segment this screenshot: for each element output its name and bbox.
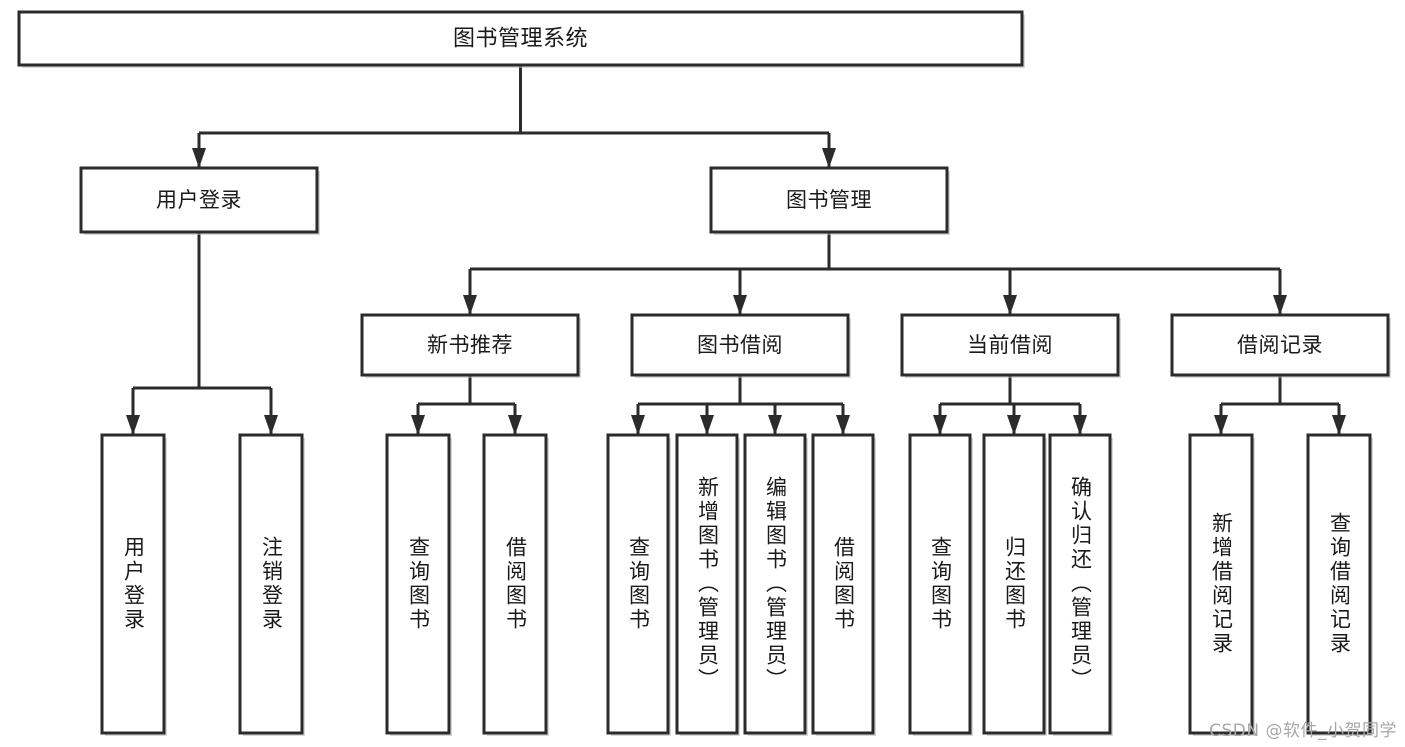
node-box[interactable] xyxy=(1188,433,1254,735)
node-leaf-8[interactable] xyxy=(908,433,973,736)
edge-arrowhead xyxy=(1332,415,1346,435)
edge-arrowhead xyxy=(1214,415,1228,435)
node-leaf-7[interactable] xyxy=(811,433,876,736)
node-box[interactable] xyxy=(982,433,1046,735)
node-box[interactable] xyxy=(1306,433,1372,735)
node-leaf-5[interactable] xyxy=(675,433,740,736)
edge-group-book-mgmt xyxy=(463,232,1287,315)
edge-arrowhead xyxy=(700,415,714,435)
node-box[interactable] xyxy=(100,433,166,735)
edge-arrowhead xyxy=(933,415,947,435)
node-box[interactable] xyxy=(238,433,304,735)
node-box[interactable] xyxy=(1048,433,1112,735)
node-l3-1[interactable]: 图书借阅 xyxy=(630,313,851,378)
node-leaf-2[interactable] xyxy=(385,433,452,736)
node-l3-2[interactable]: 当前借阅 xyxy=(900,313,1121,378)
edge-group-root xyxy=(192,65,836,168)
edge-group-grp0 xyxy=(126,232,278,435)
edge-group-grp2 xyxy=(631,375,850,435)
edge-arrowhead xyxy=(836,415,850,435)
node-label: 新书推荐 xyxy=(427,333,513,357)
node-l2-1[interactable]: 图书管理 xyxy=(709,166,950,235)
edge-arrowhead xyxy=(192,148,206,168)
edge-arrowhead xyxy=(1073,415,1087,435)
edge-arrowhead xyxy=(768,415,782,435)
node-box[interactable] xyxy=(900,313,1120,377)
node-box[interactable] xyxy=(79,166,319,234)
edge-arrowhead xyxy=(1007,415,1021,435)
node-box[interactable] xyxy=(709,166,949,234)
edge-arrowhead xyxy=(126,415,140,435)
node-leaf-1[interactable] xyxy=(238,433,305,736)
node-leaf-11[interactable] xyxy=(1188,433,1255,736)
node-label: 图书借阅 xyxy=(697,333,783,357)
node-label: 图书管理系统 xyxy=(453,27,588,52)
node-box[interactable] xyxy=(1170,313,1390,377)
edge-arrowhead xyxy=(411,415,425,435)
edge-arrowhead xyxy=(631,415,645,435)
edge-arrowhead xyxy=(822,148,836,168)
edge-group-grp4 xyxy=(1214,375,1346,435)
node-leaf-9[interactable] xyxy=(982,433,1047,736)
edge-arrowhead xyxy=(264,415,278,435)
edge-arrowhead xyxy=(1003,295,1017,315)
node-box[interactable] xyxy=(811,433,875,735)
node-l2-0[interactable]: 用户登录 xyxy=(79,166,320,235)
edge-arrowhead xyxy=(463,295,477,315)
node-label: 当前借阅 xyxy=(967,333,1053,357)
node-box[interactable] xyxy=(908,433,972,735)
edge-arrowhead xyxy=(1273,295,1287,315)
edge-arrowhead xyxy=(733,295,747,315)
node-label: 用户登录 xyxy=(156,188,242,212)
node-leaf-12[interactable] xyxy=(1306,433,1373,736)
edge-group-grp3 xyxy=(933,375,1087,435)
node-box[interactable] xyxy=(675,433,739,735)
node-box[interactable] xyxy=(630,313,850,377)
node-leaf-3[interactable] xyxy=(482,433,549,736)
node-leaf-6[interactable] xyxy=(743,433,808,736)
node-l3-0[interactable]: 新书推荐 xyxy=(360,313,581,378)
node-box[interactable] xyxy=(482,433,548,735)
node-box[interactable] xyxy=(17,10,1024,67)
node-box[interactable] xyxy=(606,433,670,735)
edge-group-grp1 xyxy=(411,375,522,435)
node-root-0[interactable]: 图书管理系统 xyxy=(17,10,1025,68)
node-box[interactable] xyxy=(385,433,451,735)
node-label: 图书管理 xyxy=(786,188,872,212)
edges-layer xyxy=(126,65,1346,435)
node-leaf-0[interactable] xyxy=(100,433,167,736)
node-l3-3[interactable]: 借阅记录 xyxy=(1170,313,1391,378)
node-box[interactable] xyxy=(743,433,807,735)
edge-arrowhead xyxy=(508,415,522,435)
node-leaf-4[interactable] xyxy=(606,433,671,736)
watermark-text: CSDN @软件_小贺同学 xyxy=(1209,721,1397,741)
node-box[interactable] xyxy=(360,313,580,377)
node-label: 借阅记录 xyxy=(1237,333,1323,357)
node-leaf-10[interactable] xyxy=(1048,433,1113,736)
